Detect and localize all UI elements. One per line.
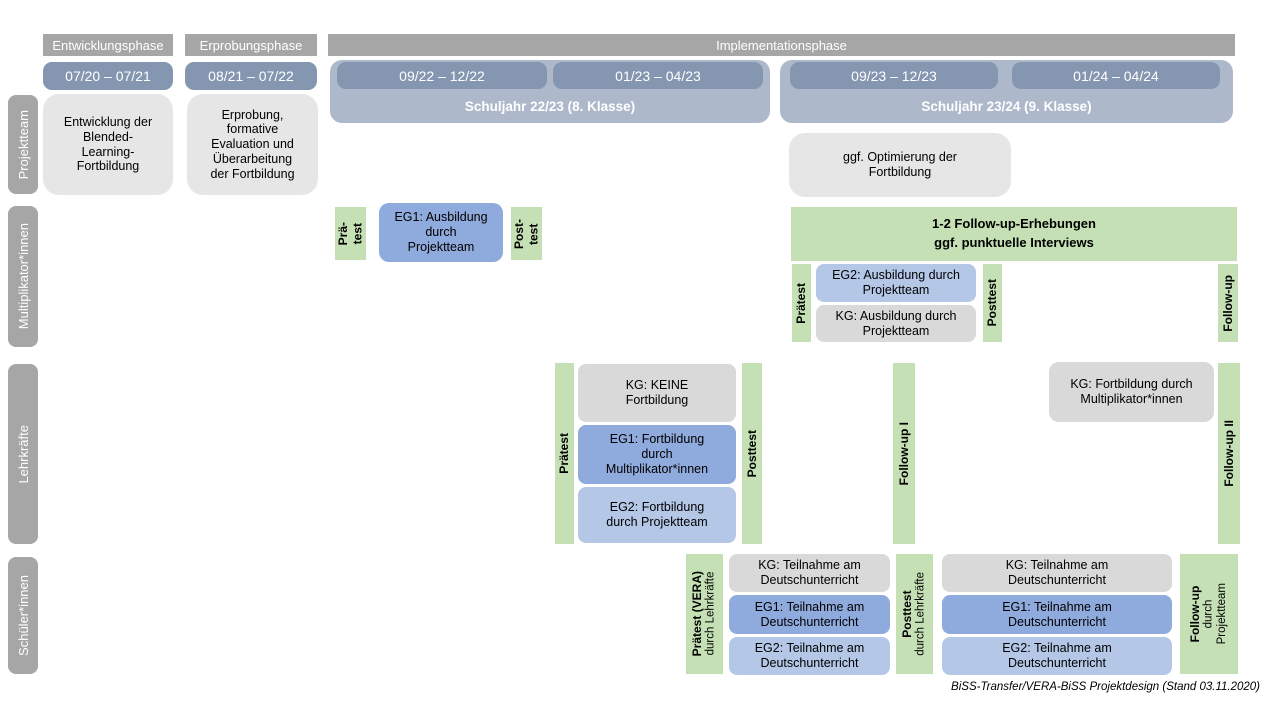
bar-posttest-multiplikatoren-22-label: Post- test bbox=[512, 218, 541, 249]
box-entwicklung-fortbildung: Entwicklung der Blended- Learning- Fortb… bbox=[43, 94, 173, 195]
box-erprobung-evaluation: Erprobung, formative Evaluation und Über… bbox=[187, 94, 318, 195]
box-eg1-fortbildung-multiplikatoren: EG1: Fortbildung durch Multiplikator*inn… bbox=[578, 425, 736, 484]
box-eg1-teilnahme-2: EG1: Teilnahme am Deutschunterricht bbox=[942, 595, 1172, 634]
bar-praetest-lehrkraefte: Prätest bbox=[555, 363, 574, 544]
sidebar-row-projektteam-label: Projektteam bbox=[15, 109, 31, 180]
diagram-caption: BiSS-Transfer/VERA-BiSS Projektdesign (S… bbox=[951, 681, 1260, 693]
sidebar-row-lehrkraefte: Lehrkräfte bbox=[8, 364, 38, 544]
box-kg-teilnahme-1: KG: Teilnahme am Deutschunterricht bbox=[729, 554, 890, 592]
sidebar-row-lehrkraefte-label: Lehrkräfte bbox=[15, 424, 31, 484]
box-eg2-teilnahme-2: EG2: Teilnahme am Deutschunterricht bbox=[942, 637, 1172, 675]
phase-header-entwicklungsphase: Entwicklungsphase bbox=[43, 34, 173, 56]
bar-posttest-multiplikatoren-23-label: Posttest bbox=[985, 279, 1000, 327]
posttest-schueler-main: Posttest bbox=[900, 590, 915, 638]
period-07-20: 07/20 – 07/21 bbox=[43, 62, 173, 90]
sidebar-row-schueler: Schüler*innen bbox=[8, 557, 38, 674]
box-eg2-fortbildung-projektteam: EG2: Fortbildung durch Projektteam bbox=[578, 487, 736, 543]
followup-schueler-sub: durch Projektteam bbox=[1202, 583, 1229, 645]
box-kg-fortbildung-multiplikatoren: KG: Fortbildung durch Multiplikator*inne… bbox=[1049, 362, 1214, 422]
bar-praetest-multiplikatoren-23-label: Prätest bbox=[794, 282, 809, 324]
praetest-vera-main: Prätest (VERA) bbox=[690, 571, 705, 657]
sidebar-row-projektteam: Projektteam bbox=[8, 95, 38, 194]
schoolyear-label-22-23: Schuljahr 22/23 (8. Klasse) bbox=[464, 98, 636, 114]
sidebar-row-multiplikatoren: Multiplikator*innen bbox=[8, 206, 38, 347]
period-08-21: 08/21 – 07/22 bbox=[185, 62, 317, 90]
phase-header-implementationsphase: Implementationsphase bbox=[328, 34, 1235, 56]
box-eg1-ausbildung-projektteam: EG1: Ausbildung durch Projektteam bbox=[379, 203, 503, 262]
bar-followup-multiplikatoren: Follow-up bbox=[1218, 264, 1238, 342]
phase-header-erprobungsphase: Erprobungsphase bbox=[185, 34, 317, 56]
box-optimierung-fortbildung: ggf. Optimierung der Fortbildung bbox=[789, 133, 1011, 197]
period-01-24: 01/24 – 04/24 bbox=[1012, 62, 1220, 89]
bar-praetest-vera-schueler-label: Prätest (VERA)durch Lehrkräfte bbox=[690, 571, 718, 656]
bar-praetest-lehrkraefte-label: Prätest bbox=[557, 433, 572, 474]
period-09-23: 09/23 – 12/23 bbox=[790, 62, 998, 89]
box-eg2-teilnahme-1: EG2: Teilnahme am Deutschunterricht bbox=[729, 637, 890, 675]
bar-praetest-multiplikatoren-22: Prä- test bbox=[335, 207, 366, 260]
bar-praetest-multiplikatoren-22-label: Prä- test bbox=[336, 221, 365, 246]
bar-praetest-vera-schueler: Prätest (VERA)durch Lehrkräfte bbox=[686, 554, 723, 674]
box-kg-keine-fortbildung: KG: KEINE Fortbildung bbox=[578, 364, 736, 422]
followup-schueler-main: Follow-up bbox=[1188, 585, 1202, 643]
box-kg-teilnahme-2: KG: Teilnahme am Deutschunterricht bbox=[942, 554, 1172, 592]
period-09-22: 09/22 – 12/22 bbox=[337, 62, 547, 89]
bar-followup-erhebungen-header: 1-2 Follow-up-Erhebungen ggf. punktuelle… bbox=[791, 207, 1237, 261]
schoolyear-label-23-24: Schuljahr 23/24 (9. Klasse) bbox=[921, 98, 1092, 114]
bar-posttest-multiplikatoren-23: Posttest bbox=[983, 264, 1002, 342]
box-eg2-ausbildung-projektteam: EG2: Ausbildung durch Projektteam bbox=[816, 264, 976, 302]
bar-followup-2-lehrkraefte: Follow-up II bbox=[1218, 363, 1240, 544]
bar-posttest-multiplikatoren-22: Post- test bbox=[511, 207, 542, 260]
bar-followup-multiplikatoren-label: Follow-up bbox=[1220, 274, 1235, 332]
posttest-schueler-sub: durch Lehrkräfte bbox=[914, 572, 927, 656]
bar-followup-2-lehrkraefte-label: Follow-up II bbox=[1221, 420, 1236, 487]
sidebar-row-multiplikatoren-label: Multiplikator*innen bbox=[15, 223, 31, 330]
bar-posttest-lehrkraefte: Posttest bbox=[742, 363, 762, 544]
praetest-vera-sub: durch Lehrkräfte bbox=[704, 572, 717, 656]
sidebar-row-schueler-label: Schüler*innen bbox=[15, 575, 31, 656]
bar-followup-1-lehrkraefte: Follow-up I bbox=[893, 363, 915, 544]
bar-followup-1-lehrkraefte-label: Follow-up I bbox=[896, 421, 911, 486]
bar-praetest-multiplikatoren-23: Prätest bbox=[792, 264, 811, 342]
bar-posttest-lehrkraefte-label: Posttest bbox=[744, 429, 759, 478]
box-kg-ausbildung-projektteam: KG: Ausbildung durch Projektteam bbox=[816, 305, 976, 342]
period-01-23: 01/23 – 04/23 bbox=[553, 62, 763, 89]
box-eg1-teilnahme-1: EG1: Teilnahme am Deutschunterricht bbox=[729, 595, 890, 634]
